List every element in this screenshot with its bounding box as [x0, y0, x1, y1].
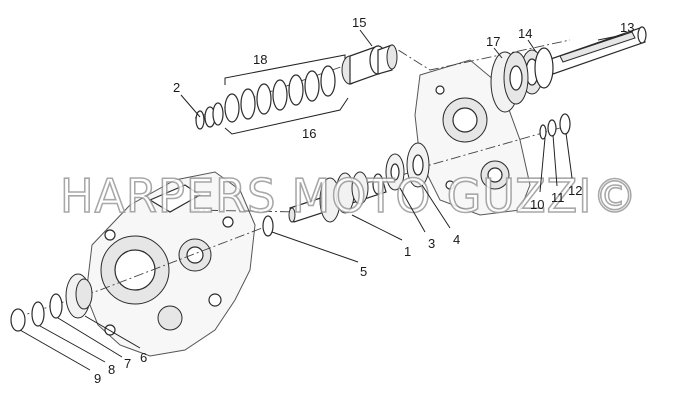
gear-6: [65, 273, 93, 319]
bracket-18: [224, 54, 346, 85]
callout-12: 12: [568, 183, 582, 198]
callout-6: 6: [140, 350, 147, 365]
callout-3: 3: [428, 236, 435, 251]
hub-bushing-15: [341, 44, 398, 85]
callout-11: 11: [551, 190, 565, 205]
callout-5: 5: [360, 264, 367, 279]
callout-9: 9: [94, 371, 101, 386]
bracket-16: [224, 97, 349, 135]
circlip-5: [262, 215, 274, 237]
circlip-2: [195, 102, 224, 130]
callout-17: 17: [486, 34, 500, 49]
gear-4: [406, 142, 430, 188]
washer-8: [31, 301, 45, 327]
nut-9: [10, 308, 26, 332]
callout-13: 13: [620, 20, 634, 35]
callout-18: 18: [253, 52, 267, 67]
output-shaft-13: [547, 26, 647, 75]
callout-8: 8: [108, 362, 115, 377]
callout-1: 1: [404, 244, 411, 259]
callout-7: 7: [124, 356, 131, 371]
gear-3: [385, 153, 405, 191]
shims-10-11-12: [539, 113, 571, 140]
callout-15: 15: [352, 15, 366, 30]
gearbox-casing-front: [85, 171, 256, 357]
callout-14: 14: [518, 26, 532, 41]
callout-16: 16: [302, 126, 316, 141]
gear-17: [490, 51, 529, 113]
callout-2: 2: [173, 80, 180, 95]
leader-lines: [19, 29, 624, 371]
callout-10: 10: [530, 197, 544, 212]
assembly-axis-middle: [189, 127, 561, 213]
spring-washer-stack: [224, 65, 336, 123]
input-shaft-1: [288, 171, 387, 223]
washer-7: [49, 293, 63, 319]
callout-4: 4: [453, 232, 460, 247]
